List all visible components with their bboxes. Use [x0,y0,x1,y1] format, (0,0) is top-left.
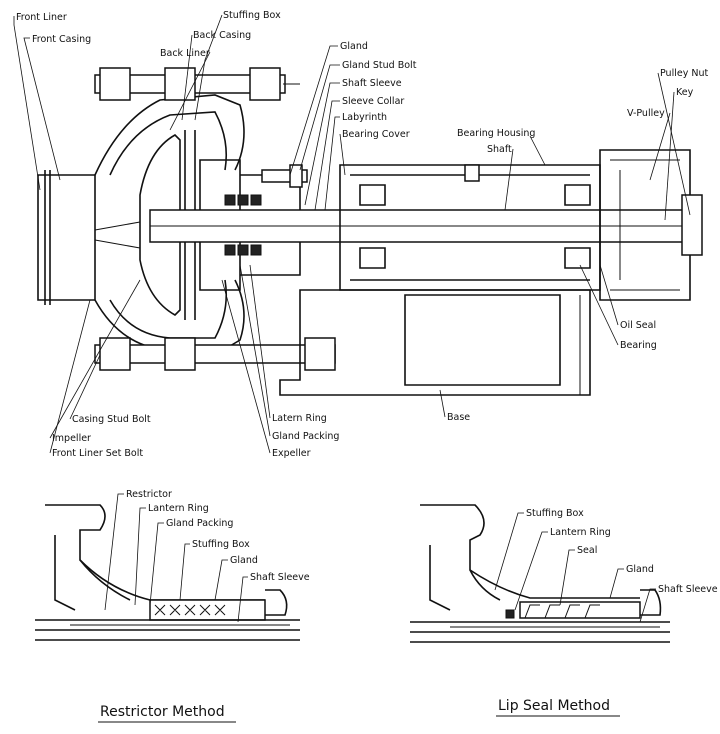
label-shaft: Shaft [487,144,512,155]
label-shaft-sleeve: Shaft Sleeve [342,78,402,89]
label-stuffing-box: Stuffing Box [223,10,281,21]
pump-cross-section [37,67,703,396]
restrictor-caption: Restrictor Method [100,704,225,720]
label-v-pulley: V-Pulley [627,108,665,119]
gland-packing-rings [224,194,262,256]
lipseal-label-stuffing-box: Stuffing Box [526,508,584,519]
v-pulley [599,149,691,301]
restrictor-label-gland: Gland [230,555,258,566]
label-impeller: Impeller [52,433,91,444]
label-front-liner: Front Liner [16,12,67,23]
label-oil-seal: Oil Seal [620,320,656,331]
label-gland-packing: Gland Packing [272,431,339,442]
label-bearing: Bearing [620,340,657,351]
lip-seal-method-detail: Stuffing Box Lantern Ring Seal Gland Sha… [410,504,718,717]
lipseal-label-shaft-sleeve: Shaft Sleeve [658,584,718,595]
base [279,289,591,396]
label-casing-stud-bolt: Casing Stud Bolt [72,414,151,425]
lipseal-label-seal: Seal [577,545,597,556]
restrictor-packing [154,604,226,616]
impeller [139,134,181,316]
restrictor-label-restrictor: Restrictor [126,489,172,500]
label-gland-stud-bolt: Gland Stud Bolt [342,60,417,71]
label-back-casing: Back Casing [193,30,251,41]
label-bearing-housing: Bearing Housing [457,128,535,139]
label-latern-ring: Latern Ring [272,413,327,424]
restrictor-label-gland-packing: Gland Packing [166,518,233,529]
lip-seal-rings [505,604,600,619]
label-front-liner-set-bolt: Front Liner Set Bolt [52,448,143,459]
main-labels: Front Liner Front Casing Stuffing Box Ba… [16,10,708,459]
label-expeller: Expeller [272,448,311,459]
restrictor-label-lantern-ring: Lantern Ring [148,503,209,514]
label-gland: Gland [340,41,368,52]
label-pulley-nut: Pulley Nut [660,68,708,79]
restrictor-label-shaft-sleeve: Shaft Sleeve [250,572,310,583]
label-sleeve-collar: Sleeve Collar [342,96,404,107]
restrictor-method-detail: Restrictor Lantern Ring Gland Packing St… [35,489,310,723]
label-front-casing: Front Casing [32,34,91,45]
lipseal-label-gland: Gland [626,564,654,575]
restrictor-label-stuffing-box: Stuffing Box [192,539,250,550]
pulley-nut [681,194,703,256]
label-base: Base [447,412,470,423]
label-key: Key [676,87,694,98]
casing-stud-bolt-lower [94,344,336,364]
label-labyrinth: Labyrinth [342,112,387,123]
label-back-liner: Back Liner [160,48,210,59]
leader-lines [13,14,691,454]
lipseal-caption: Lip Seal Method [498,698,610,714]
lipseal-label-lantern-ring: Lantern Ring [550,527,611,538]
label-bearing-cover: Bearing Cover [342,129,410,140]
